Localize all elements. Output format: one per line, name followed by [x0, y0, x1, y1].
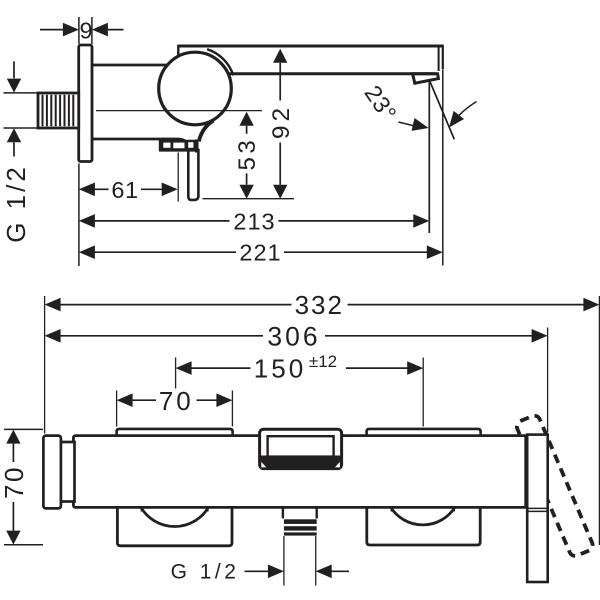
- svg-text:221: 221: [239, 240, 281, 266]
- svg-text:306: 306: [267, 321, 320, 351]
- svg-text:9: 9: [79, 18, 92, 44]
- svg-text:70: 70: [159, 386, 194, 416]
- svg-text:61: 61: [111, 177, 138, 203]
- svg-text:150: 150: [254, 353, 306, 383]
- svg-text:53: 53: [234, 137, 261, 171]
- svg-text:G 1/2: G 1/2: [1, 164, 31, 243]
- svg-text:70: 70: [0, 465, 29, 499]
- svg-text:92: 92: [268, 104, 295, 139]
- svg-text:±12: ±12: [309, 352, 337, 371]
- svg-text:G 1/2: G 1/2: [171, 560, 240, 583]
- svg-text:332: 332: [295, 290, 344, 320]
- svg-text:213: 213: [233, 208, 275, 234]
